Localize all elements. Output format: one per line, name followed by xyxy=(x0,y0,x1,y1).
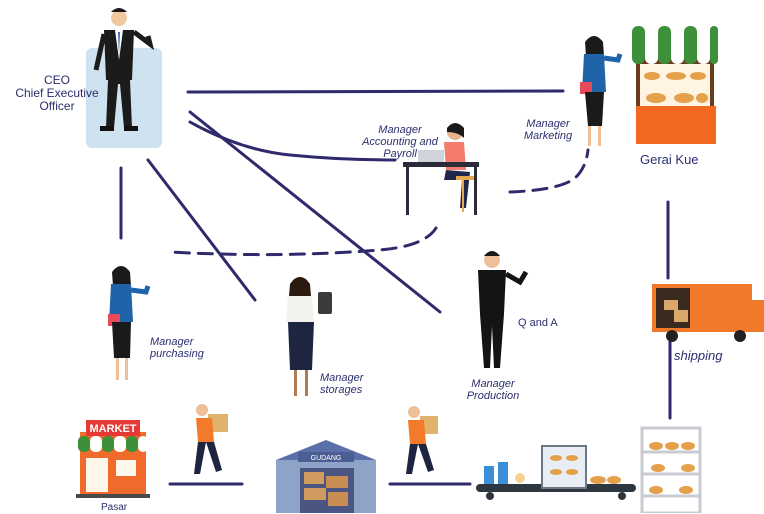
bread-rack-icon xyxy=(640,426,702,513)
warehouse-sign: GUDANG xyxy=(311,455,342,462)
conveyor-factory-icon xyxy=(476,445,636,500)
production-label-line2: Production xyxy=(466,390,520,402)
ceo-figure-icon xyxy=(86,8,162,148)
marketing-label-line2: Marketing xyxy=(523,130,573,142)
line-accounting-purchasing xyxy=(168,226,438,257)
purchasing-label-line1: Manager xyxy=(150,336,194,348)
marketing-manager-label: Manager Marketing xyxy=(516,118,580,142)
storages-manager-label: Manager storages xyxy=(320,372,363,396)
storages-label-line1: Manager xyxy=(320,372,364,384)
line-ceo-production xyxy=(188,110,442,314)
line-accounting-marketing xyxy=(508,148,590,194)
accounting-label-line2: Accounting and xyxy=(362,136,438,148)
cake-shop-icon xyxy=(632,26,718,144)
pasar-label: Pasar xyxy=(101,502,128,513)
production-manager-label: Manager Production xyxy=(458,378,528,402)
porter-with-box-icon xyxy=(194,404,228,474)
purchasing-label-line2: purchasing xyxy=(150,348,204,360)
market-sign: MARKET xyxy=(89,423,136,435)
ceo-label-line1: CEO xyxy=(43,73,70,87)
porter-with-box-icon xyxy=(406,406,438,474)
storages-label-line2: storages xyxy=(320,384,363,396)
marketing-woman-icon xyxy=(580,36,623,146)
accounting-manager-label: Manager Accounting and Payroll xyxy=(352,124,448,160)
shipping-label: shipping xyxy=(674,348,723,363)
market-store-icon xyxy=(76,420,150,498)
production-label-line1: Manager xyxy=(471,378,515,390)
purchasing-woman-icon xyxy=(108,266,151,380)
warehouse-icon xyxy=(276,440,376,513)
marketing-label-line1: Manager xyxy=(526,118,570,130)
qa-label: Q and A xyxy=(518,317,558,329)
ceo-label-line2: Chief Executive xyxy=(15,86,99,100)
purchasing-manager-label: Manager purchasing xyxy=(150,336,204,360)
line-ceo-storages xyxy=(146,158,257,302)
accounting-label-line1: Manager xyxy=(378,124,422,136)
accountant-desk-icon xyxy=(403,123,479,215)
production-man-icon xyxy=(478,251,529,368)
storage-woman-tablet-icon xyxy=(286,277,332,396)
line-ceo-marketing xyxy=(186,89,565,94)
delivery-truck-icon xyxy=(652,284,764,342)
ceo-label-line3: Officer xyxy=(39,99,75,113)
shop-label: Gerai Kue xyxy=(640,152,699,167)
accounting-label-line3: Payroll xyxy=(383,148,417,160)
ceo-label: CEO Chief Executive Officer xyxy=(2,74,112,113)
connector-lines xyxy=(119,89,672,486)
